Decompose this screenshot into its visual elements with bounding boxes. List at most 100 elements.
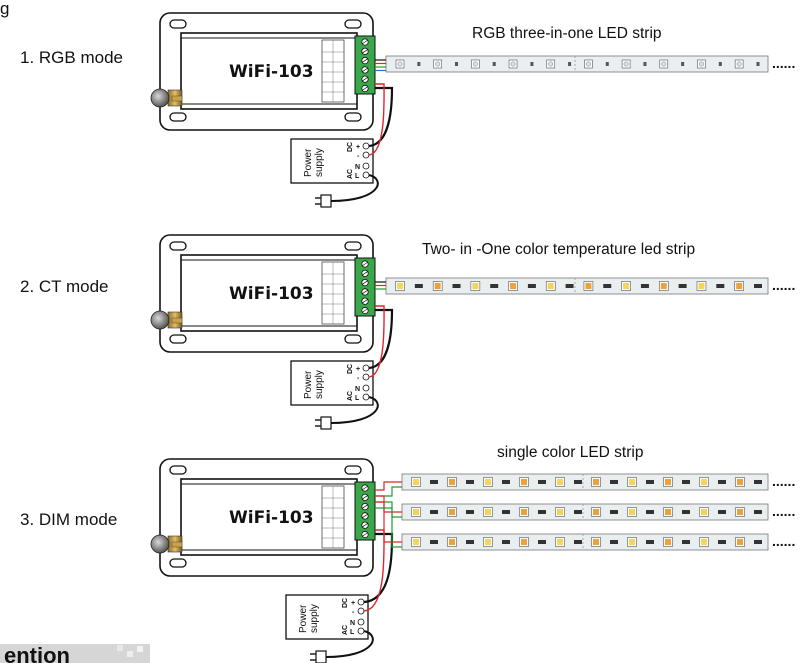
ps-n: N [350,620,355,627]
ac-plug-icon [315,416,332,430]
ps-screw [357,607,365,615]
dim-wire-green [375,507,402,548]
resistor [455,62,459,66]
ps-screw [362,373,370,381]
ps-screw [357,618,365,626]
strip-body [385,55,769,73]
resistor [466,510,474,514]
led-strip-dim [401,473,769,491]
resistor [754,480,762,484]
mount-hole [344,19,362,29]
antenna-knob [150,310,170,330]
controller-brand-rgb: WiFi-103 [229,62,314,82]
mount-hole [344,241,362,251]
dim-wire-red [375,501,402,543]
controller-dim: WiFi-103 [150,458,376,577]
resistor [610,510,618,514]
resistor [502,510,510,514]
resistor [538,480,546,484]
dc-wire-black [368,86,394,148]
resistor [640,284,649,288]
resistor [682,510,690,514]
ps-plus: + [356,144,360,151]
resistor [492,62,496,66]
mount-hole [344,465,362,475]
resistor [414,284,423,288]
dim-wire-green [375,501,402,518]
resistor [502,540,510,544]
resistor [527,284,536,288]
strip-continuation: ...... [772,277,795,293]
mode-label-dim: 3. DIM mode [20,510,117,529]
mount-hole [344,558,362,568]
ps-screw [357,627,365,635]
resistor [682,540,690,544]
dim-wire-red [375,481,402,491]
resistor [678,284,687,288]
ps-screw [362,162,370,170]
power-supply-box [290,360,374,406]
mount-hole [169,465,187,475]
resistor [430,480,438,484]
ps-dc-label: DC [342,598,349,608]
resistor [716,284,725,288]
power-supply-label: supply [314,148,325,177]
dc-wires-rgb [315,83,394,208]
resistor [681,62,685,66]
power-supply-box [285,594,369,640]
resistor [603,284,612,288]
resistor [718,510,726,514]
power-supply-label: Power [303,148,314,177]
mount-hole [169,19,187,29]
dc-wire-red [368,305,385,378]
ps-plus: + [351,600,355,607]
fragment-top-text: g [0,0,9,18]
strip-title-ct: Two- in -One color temperature led strip [422,241,695,258]
mount-hole [169,241,187,251]
mount-hole [344,112,362,122]
antenna-knob [150,88,170,108]
ps-n: N [355,386,360,393]
ps-dc-label: DC [347,364,354,374]
strip-title-dim: single color LED strip [497,444,643,461]
mount-hole [169,558,187,568]
power-supply-label: Power [303,370,314,399]
signal-wires-ct [375,281,386,290]
strip-continuation: ...... [772,503,795,519]
dc-wires-ct [315,305,394,430]
resistor [530,62,534,66]
resistor [718,480,726,484]
power-supply-label: supply [314,370,325,399]
resistor [568,62,572,66]
resistor [610,480,618,484]
ps-screw [362,151,370,159]
antenna [150,88,183,108]
ps-screw [362,364,370,372]
ps-plus: + [356,366,360,373]
resistor [538,540,546,544]
led-strip-ct [385,277,769,295]
strip-body [401,533,769,551]
ps-ac-label: AC [347,391,354,401]
ac-cable [330,174,379,202]
dim-wire-red [375,495,402,513]
resistor [605,62,609,66]
antenna [150,310,183,330]
ps-screw [362,171,370,179]
controller-brand-dim: WiFi-103 [229,508,314,528]
ps-screw [362,142,370,150]
resistor [646,540,654,544]
strip-continuation: ...... [772,55,795,71]
strip-continuation: ...... [772,533,795,549]
bottom-heading: ention [4,643,70,663]
strip-body [385,277,769,295]
resistor [643,62,647,66]
controller-rgb: WiFi-103 [150,12,376,131]
